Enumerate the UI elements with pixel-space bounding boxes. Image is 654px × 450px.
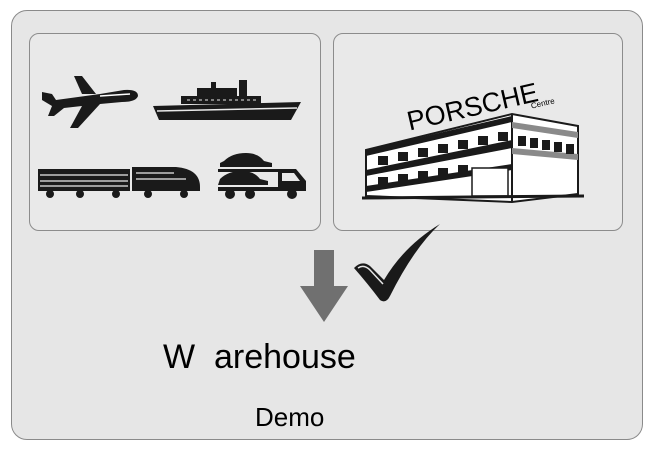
car-transporter-icon (218, 153, 306, 199)
down-arrow-icon (300, 250, 348, 322)
train-icon (38, 167, 200, 198)
ship-icon (153, 80, 301, 120)
checkmark-icon (354, 224, 440, 302)
airplane-icon (42, 76, 138, 128)
transport-panel (29, 33, 321, 231)
diagram-subtitle: Demo (255, 402, 325, 432)
diagram-title: W arehouse (163, 338, 356, 376)
warehouse-building-icon: PORSCHE Centre (361, 77, 585, 204)
